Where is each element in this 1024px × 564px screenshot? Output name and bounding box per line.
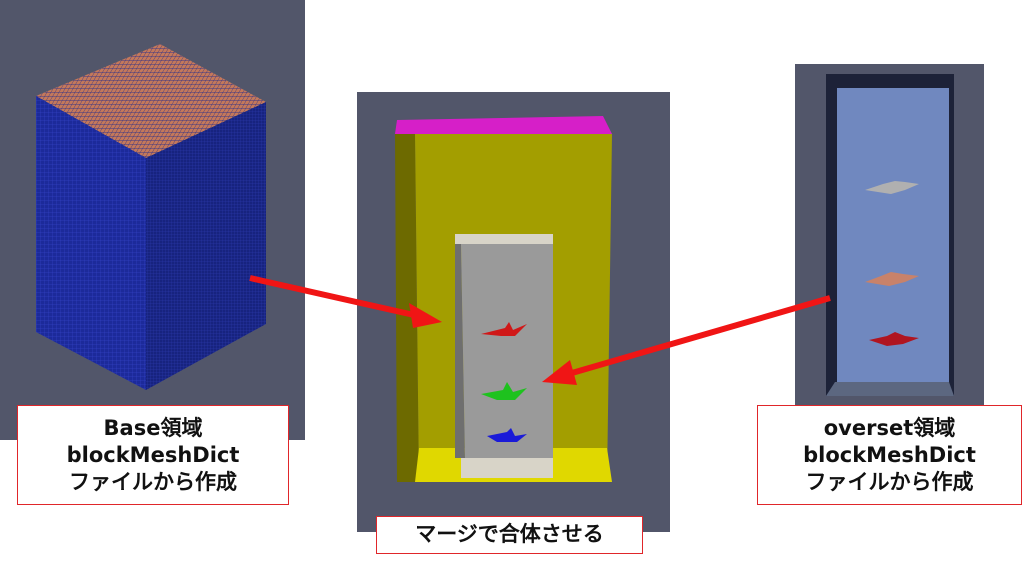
propeller-red — [481, 322, 527, 336]
base-mesh-right-face — [146, 102, 266, 390]
overset-region-caption: overset領域 blockMeshDict ファイルから作成 — [757, 405, 1022, 505]
base-region-source: blockMeshDict — [66, 443, 240, 467]
merge-label: マージで合体させる — [415, 522, 604, 546]
base-region-caption: Base領域 blockMeshDict ファイルから作成 — [17, 405, 289, 505]
base-mesh-top-face — [36, 44, 266, 158]
base-region-title: Base領域 — [103, 416, 203, 440]
inner-top-face — [455, 234, 553, 244]
base-mesh-block — [36, 44, 266, 390]
base-region-note: ファイルから作成 — [69, 470, 237, 494]
overset-region-title: overset領域 — [823, 416, 956, 440]
propeller-gray — [865, 181, 919, 194]
overset-domain-view — [795, 64, 984, 406]
overset-bottom-face — [826, 382, 954, 396]
base-mesh-view — [0, 0, 305, 440]
overset-domain-geometry — [826, 74, 954, 396]
propeller-crimson — [869, 332, 919, 346]
overset-region-source: blockMeshDict — [803, 443, 976, 467]
inner-left-face — [455, 244, 465, 458]
overset-region-note: ファイルから作成 — [805, 470, 974, 494]
merge-caption: マージで合体させる — [376, 516, 643, 554]
propeller-salmon — [865, 272, 919, 286]
inner-bottom-face — [461, 458, 553, 478]
propeller-blue — [487, 428, 527, 442]
merged-domain-geometry — [395, 116, 612, 482]
outer-left-wall — [395, 134, 419, 482]
arrow-base-to-merged — [249, 275, 442, 328]
merged-domain-view — [357, 92, 670, 532]
arrow-overset-to-merged — [542, 295, 831, 385]
base-mesh-left-face — [36, 96, 146, 390]
inner-front-face — [461, 244, 553, 458]
propeller-green — [481, 382, 527, 400]
outer-top-face — [395, 116, 612, 134]
